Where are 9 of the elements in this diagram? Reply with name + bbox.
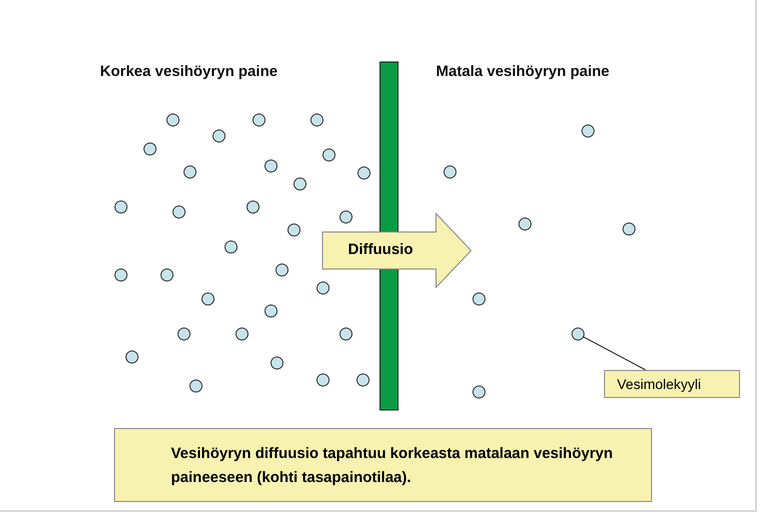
molecule-circle (572, 328, 584, 340)
note-text: Vesihöyryn diffuusio tapahtuu korkeasta matalaan vesihöyryn paineeseen (kohti tasapainotilaa). (171, 444, 614, 488)
leader-line (582, 336, 646, 370)
callout-text: Vesimolekyyli (617, 376, 702, 392)
callout-box (604, 370, 740, 398)
side-heading: Matala vesihöyryn paine (436, 63, 610, 80)
note-box (114, 428, 652, 502)
arrow-label: Diffuusio (348, 241, 413, 258)
side-heading: Korkea vesihöyryn paine (100, 63, 278, 80)
